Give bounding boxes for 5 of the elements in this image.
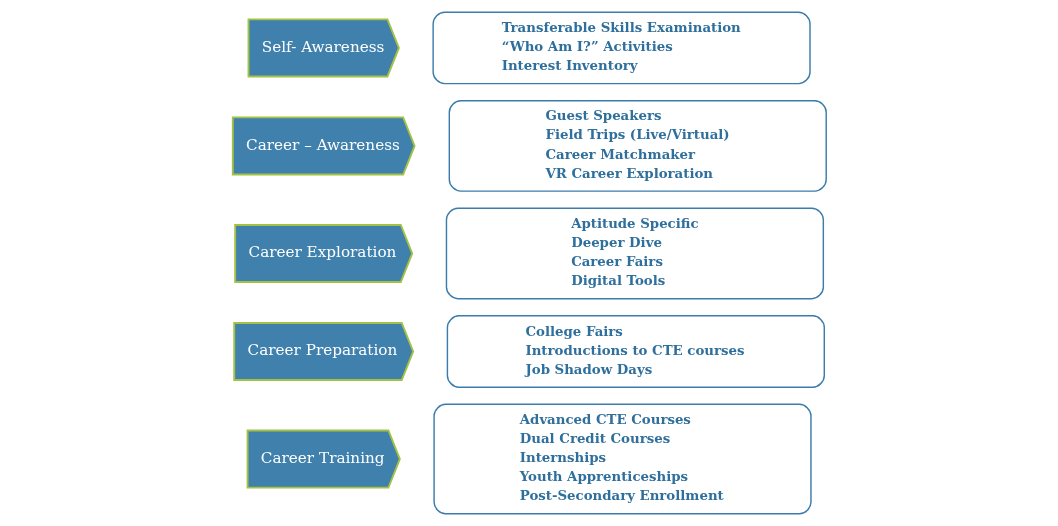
node-box: College Fairs Introductions to CTE courses Job Shadow Days: [446, 315, 825, 388]
node-box: Advanced CTE Courses Dual Credit Courses Internships Youth Apprenticeships Post-Secondary Enrollment: [432, 403, 812, 515]
node-box: Guest Speakers Field Trips (Live/Virtual) Career Matchmaker VR Career Exploration: [448, 100, 827, 192]
node-box: Aptitude Specific Deeper Dive Career Fairs Digital Tools: [445, 207, 824, 300]
node-box: Transferable Skills Examination “Who Am I?” Activities Interest Inventory: [431, 11, 811, 85]
